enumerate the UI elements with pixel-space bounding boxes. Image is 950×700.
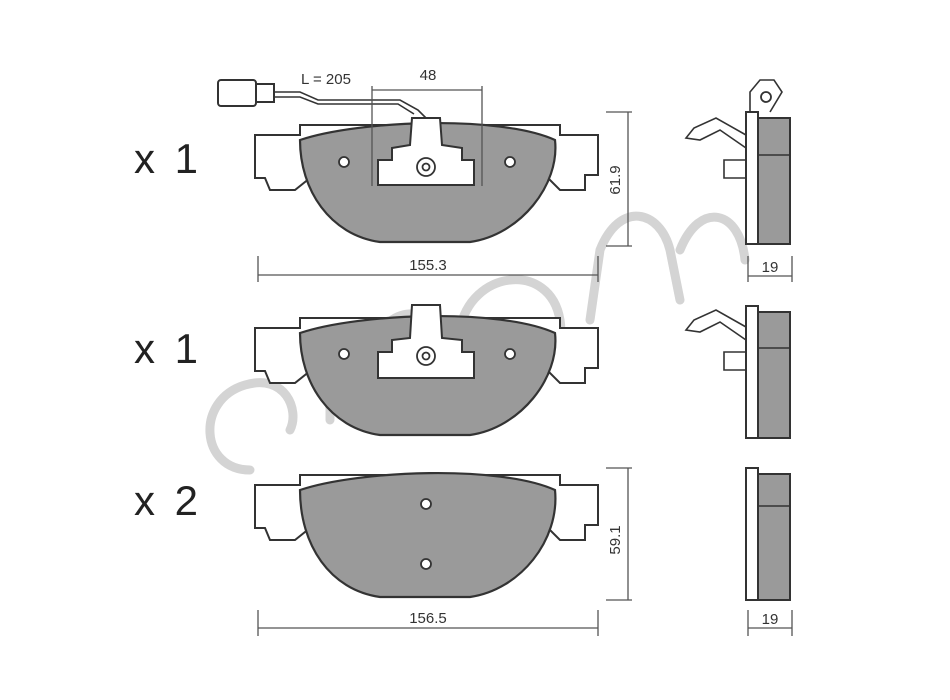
pad-3-front-view: 59.1 156.5 xyxy=(254,467,632,636)
pad-1-front-view: 48 L = 205 61.9 155.3 xyxy=(217,67,632,282)
quantity-label-row-1: x 1 xyxy=(134,135,203,182)
quantity-label-row-2: x 1 xyxy=(134,325,203,372)
dim-pad-1-height: 61.9 xyxy=(607,165,624,194)
dim-sensor-width: 48 xyxy=(420,67,437,84)
dim-pad-1-width: 155.3 xyxy=(409,257,447,274)
pad-1-hole-right xyxy=(504,156,516,168)
sensor-connector xyxy=(217,79,257,107)
dim-wire-length: L = 205 xyxy=(301,71,351,88)
pad-1-hole-left xyxy=(338,156,350,168)
pad-2-side-view xyxy=(684,305,791,439)
dim-pad-3-height: 59.1 xyxy=(607,525,624,554)
pad-3-side-view: 19 xyxy=(745,467,793,636)
quantity-label-row-3: x 2 xyxy=(134,477,203,524)
pad-2-front-view xyxy=(254,304,599,437)
dim-pad-3-width: 156.5 xyxy=(409,610,447,627)
dim-pad-1-thickness: 19 xyxy=(762,259,779,276)
pad-1-side-view: 19 xyxy=(684,79,793,282)
dim-pad-3-thickness: 19 xyxy=(762,611,779,628)
